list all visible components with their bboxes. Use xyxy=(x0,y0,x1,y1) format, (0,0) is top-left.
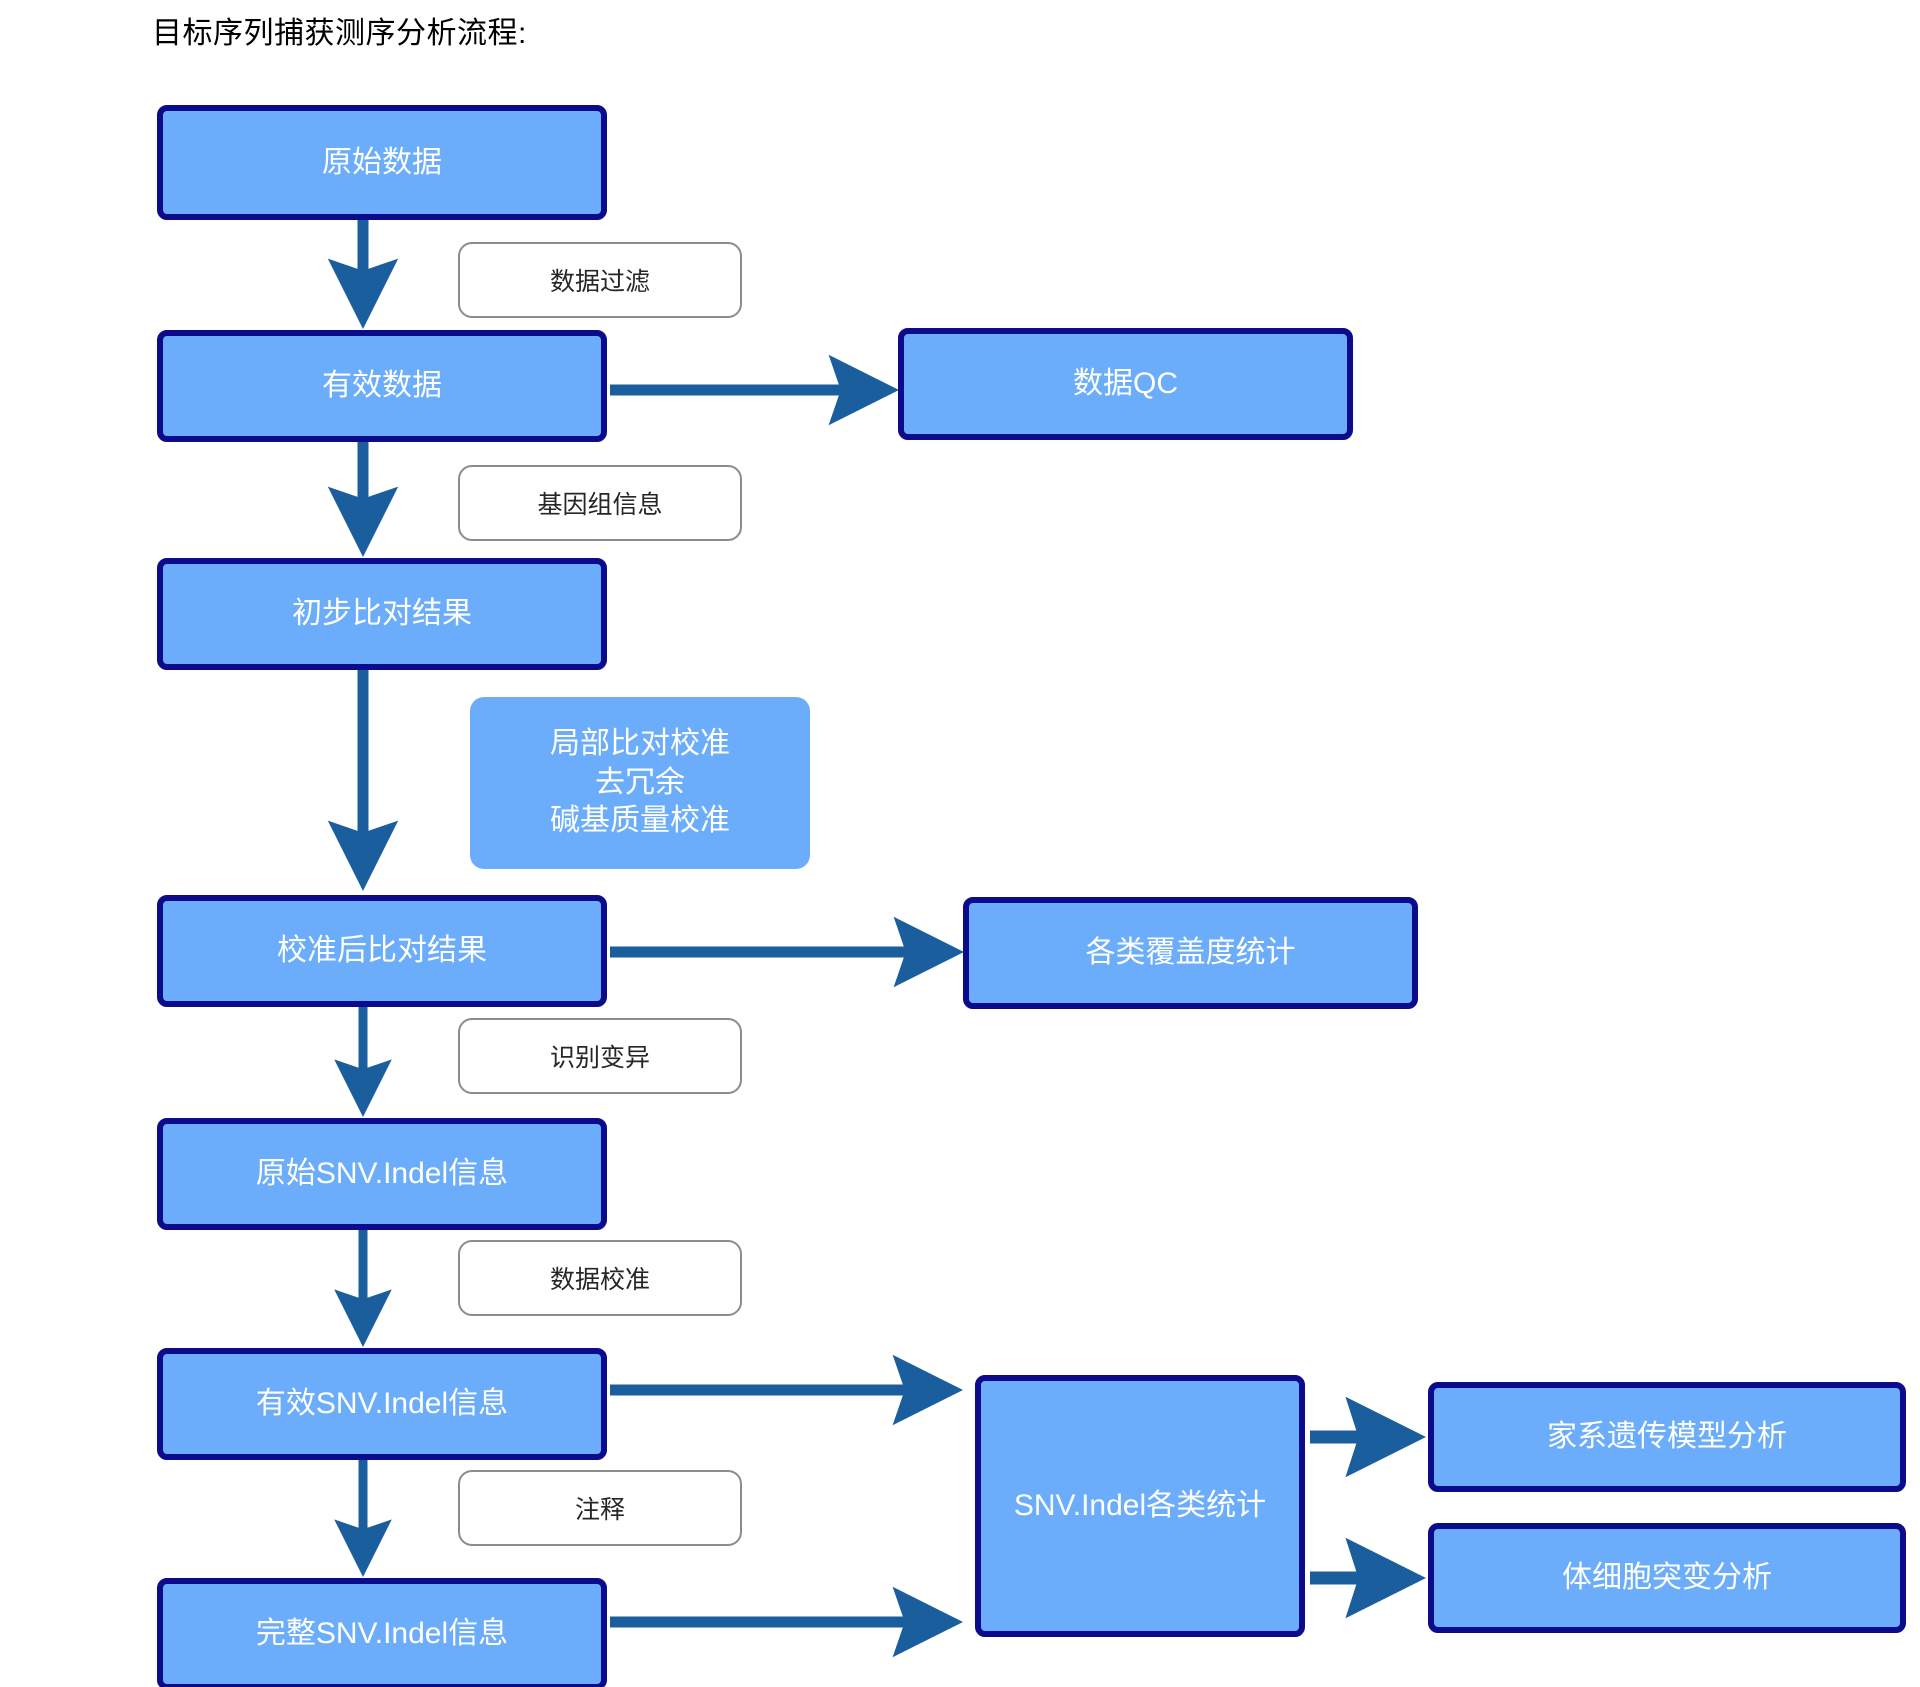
node-somatic-analysis[interactable]: 体细胞突变分析 xyxy=(1428,1523,1906,1633)
node-initial-alignment-label: 初步比对结果 xyxy=(292,597,472,631)
node-full-snv-indel[interactable]: 完整SNV.Indel信息 xyxy=(157,1578,607,1687)
edge-label-annotation-text: 注释 xyxy=(574,1496,625,1524)
node-clean-data-label: 有效数据 xyxy=(322,369,442,403)
edge-label-data-calibrate-text: 数据校准 xyxy=(549,1266,650,1294)
node-valid-snv-indel-label: 有效SNV.Indel信息 xyxy=(255,1387,509,1421)
node-coverage-stats-label: 各类覆盖度统计 xyxy=(1085,936,1296,970)
node-raw-data-label: 原始数据 xyxy=(322,145,442,179)
node-clean-data[interactable]: 有效数据 xyxy=(157,330,607,442)
edge-label-data-filter-text: 数据过滤 xyxy=(549,268,650,296)
node-data-qc[interactable]: 数据QC xyxy=(898,328,1353,440)
edge-label-data-filter[interactable]: 数据过滤 xyxy=(458,242,742,318)
node-calibrated-alignment[interactable]: 校准后比对结果 xyxy=(157,895,607,1007)
node-data-qc-label: 数据QC xyxy=(1073,367,1178,401)
edge-label-genome-info[interactable]: 基因组信息 xyxy=(458,465,742,541)
edge-label-variant-calling-text: 识别变异 xyxy=(549,1044,650,1072)
edge-label-data-calibrate[interactable]: 数据校准 xyxy=(458,1240,742,1316)
node-full-snv-indel-label: 完整SNV.Indel信息 xyxy=(255,1617,509,1651)
node-recalibration-steps-label: 局部比对校准 去冗余 碱基质量校准 xyxy=(550,727,730,838)
node-raw-data[interactable]: 原始数据 xyxy=(157,105,607,220)
node-snv-indel-stats-label: SNV.Indel各类统计 xyxy=(1013,1489,1267,1523)
node-somatic-analysis-label: 体细胞突变分析 xyxy=(1562,1561,1772,1595)
node-valid-snv-indel[interactable]: 有效SNV.Indel信息 xyxy=(157,1348,607,1460)
node-snv-indel-stats[interactable]: SNV.Indel各类统计 xyxy=(975,1375,1305,1637)
node-raw-snv-indel-label: 原始SNV.Indel信息 xyxy=(255,1157,509,1191)
node-initial-alignment[interactable]: 初步比对结果 xyxy=(157,558,607,670)
node-calibrated-alignment-label: 校准后比对结果 xyxy=(277,934,487,968)
node-coverage-stats[interactable]: 各类覆盖度统计 xyxy=(963,897,1418,1009)
edge-label-variant-calling[interactable]: 识别变异 xyxy=(458,1018,742,1094)
edge-label-genome-info-text: 基因组信息 xyxy=(537,491,663,519)
page-title: 目标序列捕获测序分析流程: xyxy=(152,17,527,50)
edge-label-annotation[interactable]: 注释 xyxy=(458,1470,742,1546)
node-pedigree-analysis-label: 家系遗传模型分析 xyxy=(1547,1420,1787,1454)
node-pedigree-analysis[interactable]: 家系遗传模型分析 xyxy=(1428,1382,1906,1492)
node-recalibration-steps[interactable]: 局部比对校准 去冗余 碱基质量校准 xyxy=(470,697,810,869)
node-raw-snv-indel[interactable]: 原始SNV.Indel信息 xyxy=(157,1118,607,1230)
